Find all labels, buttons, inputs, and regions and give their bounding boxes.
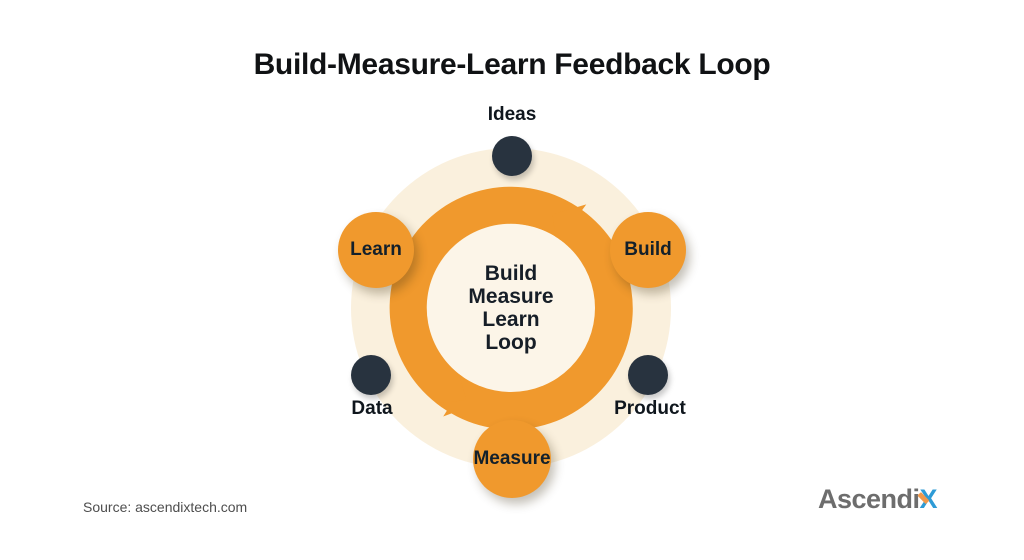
ascendix-logo: Ascendi X: [818, 484, 938, 515]
center-caption-line: Loop: [485, 331, 537, 354]
artifact-label-data: Data: [351, 398, 393, 419]
center-caption-line: Learn: [482, 308, 540, 331]
stage-node-learn: Learn: [338, 212, 414, 288]
stage-node-label: Learn: [350, 239, 402, 260]
stage-node-measure: Measure: [473, 420, 551, 498]
inner-cream-circle: [427, 224, 595, 392]
cycle-arrow-left-icon: [389, 186, 592, 417]
artifact-dot-product: [628, 355, 668, 395]
page-title: Build-Measure-Learn Feedback Loop: [253, 48, 771, 81]
artifact-dot-data: [351, 355, 391, 395]
center-caption: Build Measure Learn Loop: [431, 228, 591, 388]
artifact-dot-ideas: [492, 136, 532, 176]
center-caption-line: Measure: [468, 285, 554, 308]
logo-x-letter: X: [916, 484, 938, 515]
source-note: Source: ascendixtech.com: [83, 499, 248, 515]
stage-node-build: Build: [610, 212, 686, 288]
artifact-label-product: Product: [614, 398, 686, 419]
stage-node-label: Build: [624, 239, 672, 260]
center-caption-line: Build: [484, 262, 538, 285]
artifact-label-ideas: Ideas: [487, 104, 537, 125]
stage-node-label: Measure: [473, 448, 551, 469]
cycle-arrow-right-icon: [436, 204, 633, 430]
logo-wordmark: Ascendi: [818, 484, 920, 514]
